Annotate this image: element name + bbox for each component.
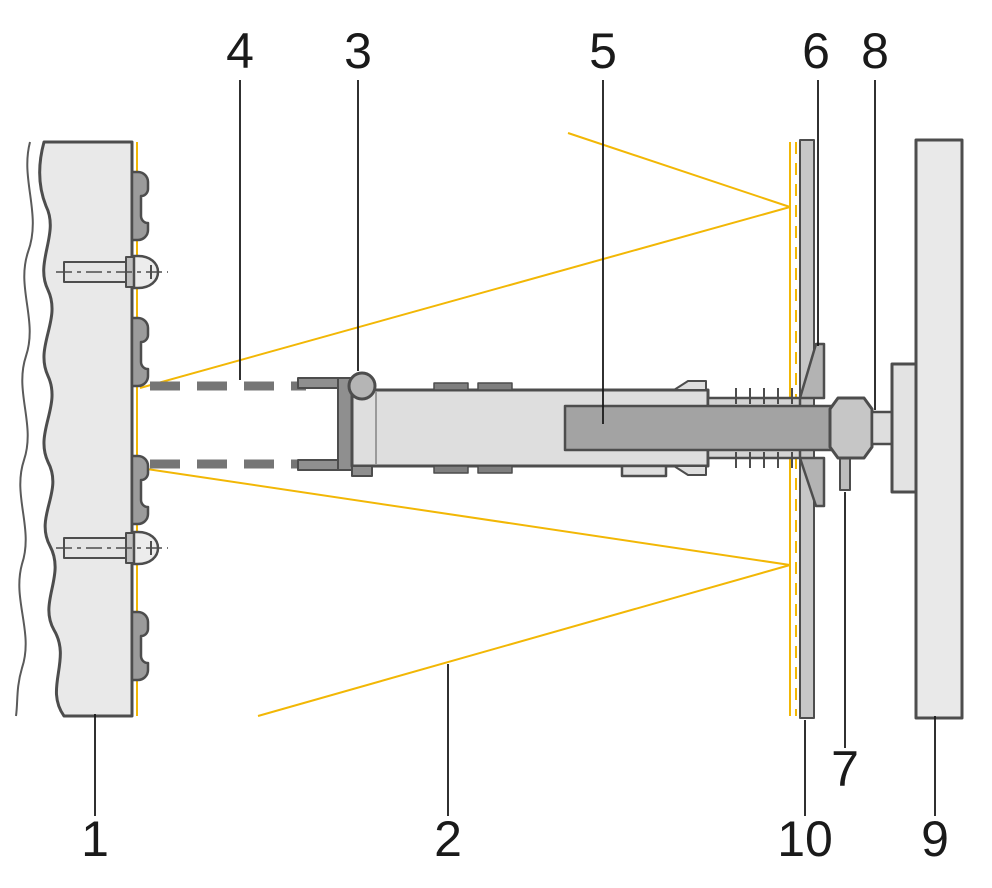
ball-joint: [347, 371, 377, 401]
sealing-cone-bottom: [798, 456, 826, 508]
sleeve-flare-bottom: [673, 465, 707, 476]
callout-2: 2: [434, 811, 462, 867]
anchor-assembly: [150, 342, 918, 508]
coupler-bracket: [297, 377, 357, 471]
callout-labels: 4 3 5 6 8 1 2 10 7 9: [81, 23, 949, 867]
anchor-rail-clip: [130, 454, 150, 526]
wall-section: [15, 140, 138, 718]
callout-1: 1: [81, 811, 109, 867]
fixing-screw: [56, 530, 168, 566]
sleeve-tab: [433, 465, 469, 474]
anchor-rail-clip: [130, 610, 150, 682]
callout-5: 5: [589, 23, 617, 79]
sleeve-tab: [433, 382, 469, 391]
callout-8: 8: [861, 23, 889, 79]
insulation-line: [567, 132, 791, 208]
callout-7: 7: [831, 741, 859, 797]
sleeve-flare-top: [673, 380, 707, 391]
sealing-cone-top: [798, 342, 826, 400]
nut: [828, 396, 874, 460]
thread-ticks: [735, 388, 793, 468]
clip-shape: [130, 170, 150, 242]
fixing-screw: [56, 254, 168, 290]
anchor-rail-clip: [130, 170, 150, 242]
leader-lines: [94, 80, 936, 816]
sleeve-tab: [477, 382, 513, 391]
outer-panel: [914, 138, 964, 720]
end-stem: [870, 410, 894, 446]
callout-9: 9: [921, 811, 949, 867]
end-plate: [890, 362, 918, 494]
clip-shape: [130, 610, 150, 682]
clip-shape: [130, 454, 150, 526]
wall-break-line: [15, 141, 34, 717]
anchor-rail-clips: [130, 170, 150, 682]
anchor-rod: [563, 404, 840, 452]
sleeve-foot: [620, 464, 668, 478]
anchor-rail-clip: [130, 316, 150, 388]
callout-10: 10: [777, 811, 833, 867]
callout-6: 6: [802, 23, 830, 79]
insulation-lines: [139, 132, 791, 717]
sleeve-jaw-bottom: [351, 465, 373, 477]
insulation-line: [257, 564, 791, 717]
clip-shape: [130, 316, 150, 388]
wall-body: [38, 140, 134, 718]
callout-4: 4: [226, 23, 254, 79]
callout-3: 3: [344, 23, 372, 79]
insulation-line: [139, 467, 791, 566]
sleeve-tabs: [433, 382, 513, 474]
sleeve-tab: [477, 465, 513, 474]
fixing-screws: [56, 254, 168, 566]
insulation-line: [139, 206, 791, 389]
